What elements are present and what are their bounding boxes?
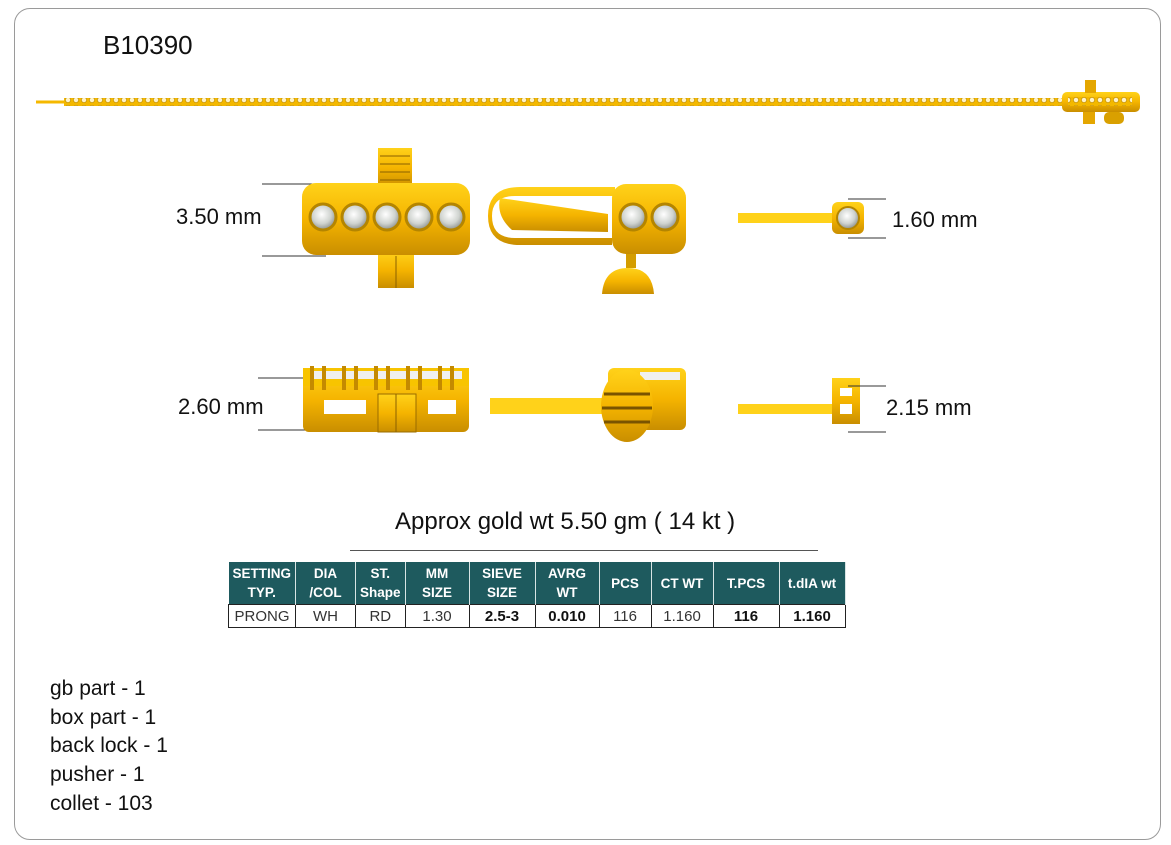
collet-side-view xyxy=(738,378,886,433)
cell-sieve: 2.5-3 xyxy=(468,604,536,628)
col-dia-col: DIA/COL xyxy=(295,562,357,605)
tongue-clasp-top-view xyxy=(488,184,686,294)
col-mm-size: MM SIZE xyxy=(405,562,470,605)
col-pcs: PCS xyxy=(599,562,652,605)
bracelet-chain xyxy=(36,80,1140,124)
col-t-dia-wt: t.dIA wt xyxy=(779,562,846,605)
col-st-shape: ST.Shape xyxy=(355,562,406,605)
cell-ct-wt: 1.160 xyxy=(650,604,714,628)
table-row: PRONG WH RD 1.30 2.5-3 0.010 116 1.160 1… xyxy=(227,604,846,628)
dimension-side-stone: 2.15 mm xyxy=(886,395,972,420)
drawing-frame xyxy=(14,8,1161,840)
list-item: gb part - 1 xyxy=(50,677,146,700)
cell-shape: RD xyxy=(355,604,406,628)
dimension-top-height: 3.50 mm xyxy=(176,204,262,229)
tongue-side-view xyxy=(490,368,686,442)
cell-t-pcs: 116 xyxy=(712,604,780,628)
list-item: back lock - 1 xyxy=(50,734,168,758)
box-part-side-view xyxy=(258,366,469,433)
cell-avrg-wt: 0.010 xyxy=(534,604,600,628)
cell-t-dia-wt: 1.160 xyxy=(778,604,846,628)
cell-mm-size: 1.30 xyxy=(404,604,470,628)
col-t-pcs: T.PCS xyxy=(713,562,780,605)
list-item: pusher - 1 xyxy=(50,763,145,787)
design-code: B10390 xyxy=(103,30,193,60)
col-ct-wt: CT WT xyxy=(651,562,714,605)
dimension-stone-size: 1.60 mm xyxy=(892,207,978,232)
cell-pcs: 116 xyxy=(598,604,652,628)
cell-dia-col: WH xyxy=(295,604,357,628)
cell-setting: PRONG xyxy=(227,604,297,628)
list-item: collet - 103 xyxy=(50,791,153,815)
parts-list: gb part - 1 box part - 1 back lock - 1 p… xyxy=(50,675,168,819)
divider xyxy=(350,550,818,551)
collet-top-view xyxy=(738,198,886,239)
dimension-side-height: 2.60 mm xyxy=(178,394,264,419)
box-part-top-view xyxy=(262,148,470,288)
list-item: box part - 1 xyxy=(50,705,157,729)
gold-weight: Approx gold wt 5.50 gm ( 14 kt ) xyxy=(395,508,736,535)
